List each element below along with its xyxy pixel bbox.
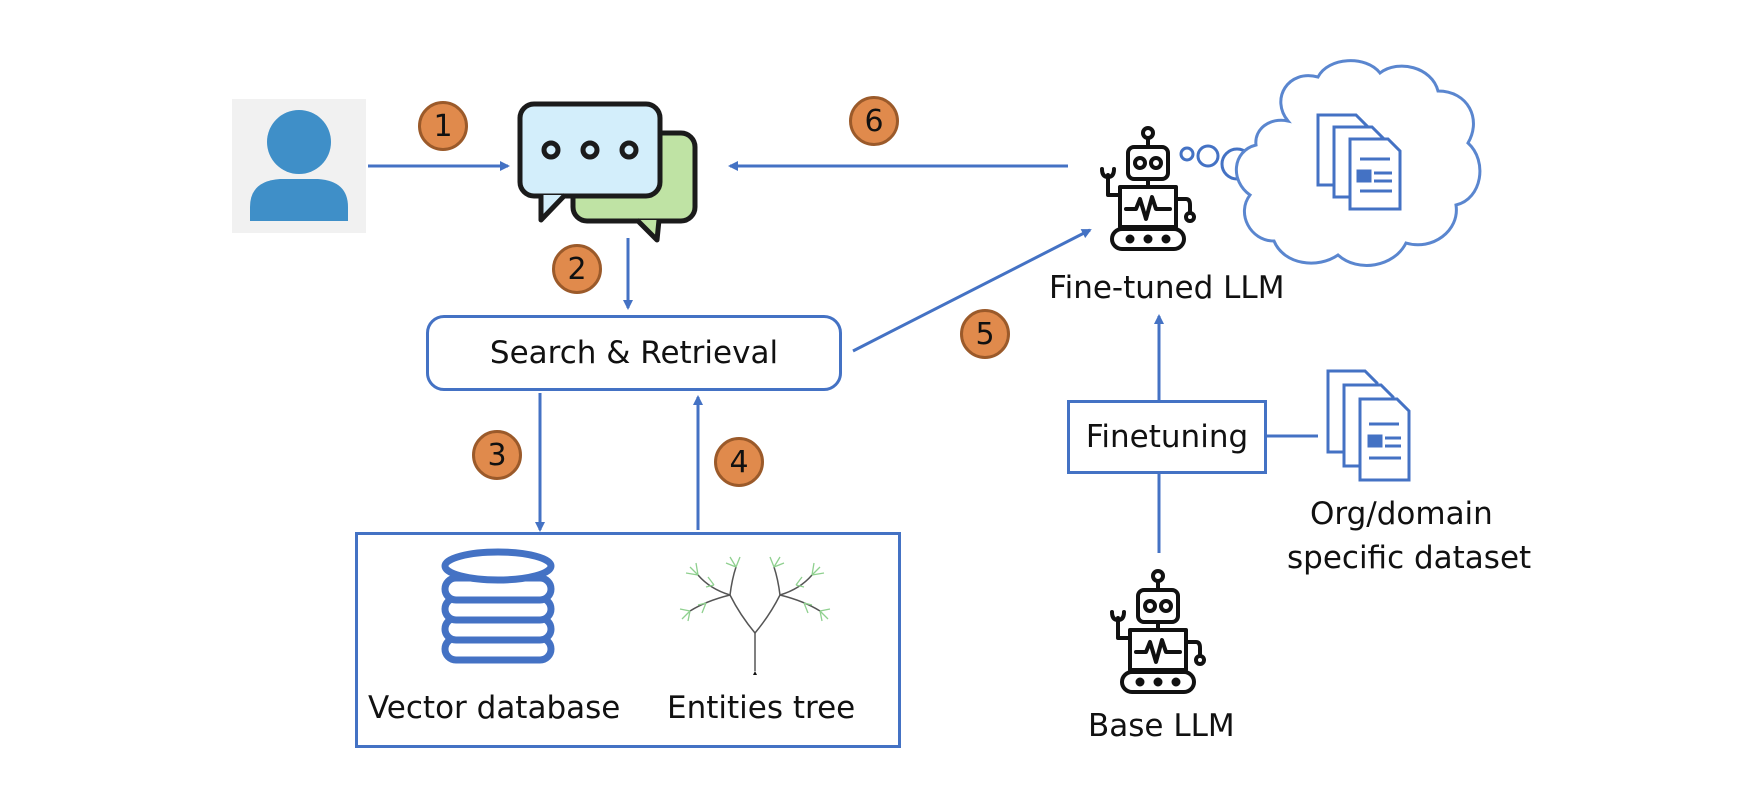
step-badge-3: 3	[472, 430, 522, 480]
step-badge-6: 6	[849, 96, 899, 146]
tree-icon	[679, 556, 831, 675]
database-icon	[441, 548, 555, 664]
search-retrieval-label: Search & Retrieval	[489, 335, 779, 371]
user-icon	[232, 99, 366, 233]
search-retrieval-box: Search & Retrieval	[426, 315, 842, 391]
thought-cloud-icon	[1179, 59, 1482, 267]
step-badge-4: 4	[714, 437, 764, 487]
step-badge-5: 5	[960, 309, 1010, 359]
finetuning-box: Finetuning	[1067, 400, 1267, 474]
vector-database-label: Vector database	[368, 690, 621, 726]
finetuning-label: Finetuning	[1085, 419, 1249, 455]
finetuned-llm-label: Fine-tuned LLM	[1049, 270, 1285, 306]
base-robot-icon	[1110, 569, 1206, 694]
entities-tree-label: Entities tree	[667, 690, 856, 726]
cloud-documents	[1316, 113, 1402, 211]
dataset-label-line1: Org/domain	[1310, 496, 1493, 532]
finetuned-robot-icon	[1100, 126, 1196, 251]
arrow-search-to-llm	[852, 228, 1092, 353]
document-stack-icon	[1326, 369, 1411, 482]
step-badge-1: 1	[418, 101, 468, 151]
step-badge-2: 2	[552, 244, 602, 294]
chat-bubbles-icon	[517, 101, 698, 243]
base-llm-label: Base LLM	[1088, 708, 1235, 744]
dataset-label-line2: specific dataset	[1287, 540, 1532, 576]
